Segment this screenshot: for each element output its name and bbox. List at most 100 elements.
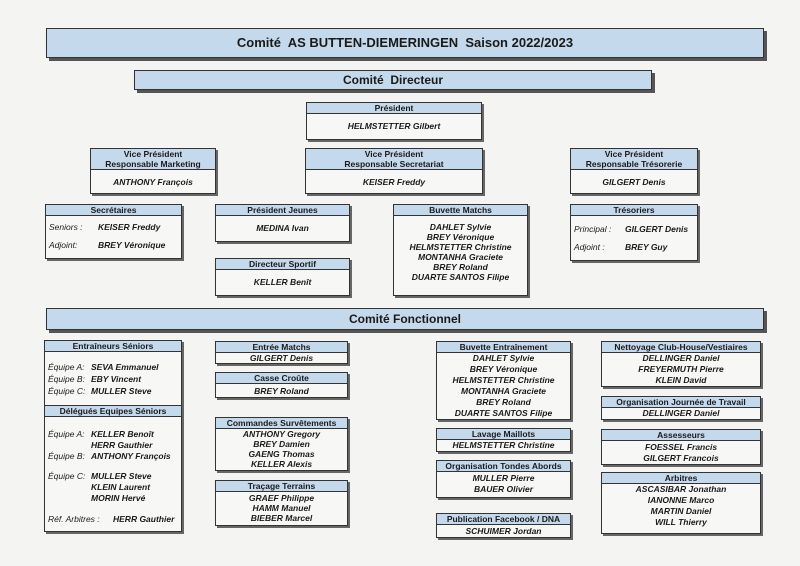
tracage-title: Traçage Terrains <box>216 481 347 492</box>
assesseurs-name: GILGERT Francois <box>643 453 719 463</box>
commandes-title: Commandes Survêtements <box>216 418 347 429</box>
journee-box: Organisation Journée de Travail DELLINGE… <box>601 396 761 420</box>
entraineurs-name: EBY Vincent <box>91 374 142 384</box>
entraineurs-box: Entraîneurs Séniors Équipe A: SEVA Emman… <box>44 340 182 408</box>
tondes-name: BAUER Olivier <box>473 484 534 494</box>
casse-croute-name: BREY Roland <box>254 386 309 396</box>
entree-matchs-title: Entrée Matchs <box>216 342 347 353</box>
assesseurs-title: Assesseurs <box>602 430 760 441</box>
delegues-label-a: Équipe A: <box>48 429 85 439</box>
secretaires-name-adjoint: BREY Véronique <box>98 240 166 250</box>
president-jeunes-box: Président Jeunes MEDINA Ivan <box>215 204 350 242</box>
vp-tresorerie-title-line2: Responsable Trésorerie <box>585 159 683 169</box>
vp-marketing-title-line2: Responsable Marketing <box>105 159 201 169</box>
delegues-title: Délégués Equipes Séniors <box>45 406 181 417</box>
lavage-name: HELMSTETTER Christine <box>452 440 555 450</box>
nettoyage-name: DELLINGER Daniel <box>642 353 720 363</box>
vp-secretariat-name: KEISER Freddy <box>362 177 426 187</box>
commandes-name: GAENG Thomas <box>248 449 315 459</box>
tresoriers-label-principal: Principal : <box>574 224 612 234</box>
entraineurs-name: SEVA Emmanuel <box>91 362 159 372</box>
entraineurs-label: Équipe C: <box>48 386 86 396</box>
delegues-name: MULLER Steve <box>91 471 152 481</box>
nettoyage-name: KLEIN David <box>655 375 707 385</box>
entree-matchs-name: GILGERT Denis <box>249 353 314 363</box>
journee-name: DELLINGER Daniel <box>642 408 720 418</box>
entree-matchs-box: Entrée Matchs GILGERT Denis <box>215 341 348 364</box>
tresoriers-name-principal: GILGERT Denis <box>625 224 689 234</box>
section-directeur-banner: Comité Directeur <box>134 70 652 90</box>
arbitres-name: MARTIN Daniel <box>650 506 712 516</box>
commandes-name: BREY Damien <box>253 439 310 449</box>
lavage-title: Lavage Maillots <box>437 429 570 440</box>
tresoriers-name-adjoint: BREY Guy <box>625 242 668 252</box>
buvette-entrainement-name: MONTANHA Graciete <box>460 386 546 396</box>
section-directeur-title: Comité Directeur <box>342 73 444 87</box>
commandes-box: Commandes Survêtements ANTHONY Gregory B… <box>215 417 348 471</box>
tondes-box: Organisation Tondes Abords MULLER Pierre… <box>436 460 571 498</box>
buvette-matchs-name: BREY Roland <box>433 262 488 272</box>
tracage-box: Traçage Terrains GRAEF Philippe HAMM Man… <box>215 480 348 526</box>
facebook-name: SCHUIMER Jordan <box>465 526 542 536</box>
entraineurs-name: MULLER Steve <box>91 386 152 396</box>
president-jeunes-title: Président Jeunes <box>216 205 349 216</box>
delegues-name: HERR Gauthier <box>113 514 175 524</box>
vp-secretariat-box: Vice Président Responsable Secretariat K… <box>305 148 483 194</box>
lavage-box: Lavage Maillots HELMSTETTER Christine <box>436 428 571 452</box>
buvette-matchs-name: BREY Véronique <box>426 232 495 242</box>
secretaires-label-adjoint: Adjoint: <box>49 240 78 250</box>
buvette-matchs-name: DAHLET Sylvie <box>429 222 492 232</box>
secretaires-name-seniors: KEISER Freddy <box>98 222 161 232</box>
delegues-box: Délégués Equipes Séniors Équipe A: KELLE… <box>44 405 182 532</box>
delegues-name: HERR Gauthier <box>91 440 153 450</box>
vp-secretariat-title-line2: Responsable Secretariat <box>344 159 444 169</box>
commandes-name: KELLER Alexis <box>250 459 313 469</box>
arbitres-name: ASCASIBAR Jonathan <box>635 484 727 494</box>
section-fonctionnel-banner: Comité Fonctionnel <box>46 308 764 330</box>
entraineurs-label: Équipe A: <box>48 362 85 372</box>
facebook-title: Publication Facebook / DNA <box>437 514 570 525</box>
nettoyage-name: FREYERMUTH Pierre <box>638 364 724 374</box>
vp-tresorerie-name: GILGERT Denis <box>602 177 666 187</box>
president-box: Président HELMSTETTER Gilbert <box>306 102 482 140</box>
nettoyage-title: Nettoyage Club-House/Vestiaires <box>602 342 760 353</box>
buvette-matchs-title: Buvette Matchs <box>394 205 527 216</box>
casse-croute-title: Casse Croûte <box>216 373 347 384</box>
buvette-matchs-name: MONTANHA Graciete <box>417 252 503 262</box>
tracage-name: BIEBER Marcel <box>250 513 313 523</box>
arbitres-title: Arbitres <box>602 473 760 484</box>
buvette-entrainement-name: BREY Véronique <box>469 364 538 374</box>
page-title-banner: Comité AS BUTTEN-DIEMERINGEN Saison 2022… <box>46 28 764 58</box>
president-name: HELMSTETTER Gilbert <box>347 121 441 131</box>
secretaires-title: Secrétaires <box>46 205 181 216</box>
entraineurs-label: Équipe B: <box>48 374 85 384</box>
directeur-sportif-box: Directeur Sportif KELLER Benît <box>215 258 350 296</box>
tracage-name: GRAEF Philippe <box>248 493 315 503</box>
arbitres-box: Arbitres ASCASIBAR Jonathan IANONNE Marc… <box>601 472 761 534</box>
vp-tresorerie-box: Vice Président Responsable Trésorerie GI… <box>570 148 698 194</box>
delegues-name: KLEIN Laurent <box>91 482 151 492</box>
delegues-label-ref: Réf. Arbitres : <box>48 514 100 524</box>
tresoriers-box: Trésoriers Principal : GILGERT Denis Adj… <box>570 204 698 261</box>
delegues-name: ANTHONY François <box>91 451 171 461</box>
assesseurs-box: Assesseurs FOESSEL Francis GILGERT Franc… <box>601 429 761 465</box>
entraineurs-title: Entraîneurs Séniors <box>45 341 181 352</box>
commandes-name: ANTHONY Gregory <box>242 429 321 439</box>
delegues-name: KELLER Benoît <box>91 429 154 439</box>
buvette-matchs-box: Buvette Matchs DAHLET Sylvie BREY Véroni… <box>393 204 528 296</box>
tracage-name: HAMM Manuel <box>252 503 311 513</box>
secretaires-box: Secrétaires Seniors : KEISER Freddy Adjo… <box>45 204 182 259</box>
president-jeunes-name: MEDINA Ivan <box>256 223 309 233</box>
buvette-entrainement-box: Buvette Entraînement DAHLET Sylvie BREY … <box>436 341 571 420</box>
buvette-entrainement-name: BREY Roland <box>476 397 531 407</box>
buvette-matchs-name: HELMSTETTER Christine <box>409 242 512 252</box>
delegues-label-b: Équipe B: <box>48 451 85 461</box>
buvette-entrainement-name: HELMSTETTER Christine <box>452 375 555 385</box>
president-title: Président <box>307 103 481 114</box>
delegues-label-c: Équipe C: <box>48 471 86 481</box>
directeur-sportif-title: Directeur Sportif <box>216 259 349 270</box>
tresoriers-title: Trésoriers <box>571 205 697 216</box>
delegues-name: MORIN Hervé <box>91 493 146 503</box>
vp-marketing-title-line1: Vice Président <box>123 149 183 159</box>
journee-title: Organisation Journée de Travail <box>602 397 760 408</box>
